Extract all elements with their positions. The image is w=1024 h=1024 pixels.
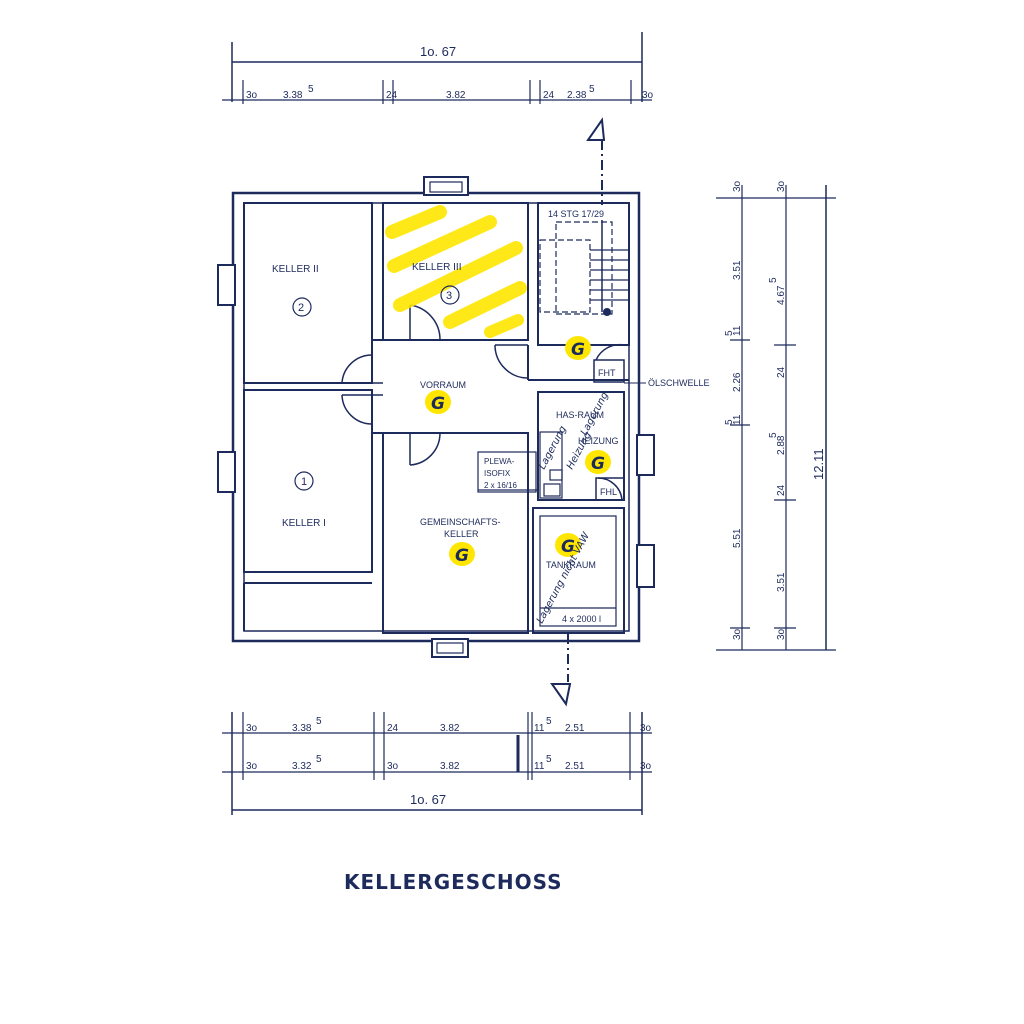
dim-right-a6: 5.51 (732, 528, 743, 548)
room-heizung: HEIZUNG (578, 436, 619, 446)
dim-bottom2-1: 3o (246, 761, 258, 772)
dim-right-a7: 3o (732, 628, 743, 640)
dim-top-6-sup: 5 (589, 84, 595, 95)
dim-right-b1: 3o (776, 180, 787, 192)
room-vorraum: VORRAUM (420, 380, 466, 390)
overall-width-bottom: 1o. 67 (410, 792, 446, 807)
room-gemeinschafts-line1: GEMEINSCHAFTS- (420, 517, 501, 527)
dim-bottom2-7: 3o (640, 761, 652, 772)
room-has-raum: HAS-RAUM (556, 410, 604, 420)
dim-right-a5-sup: 5 (724, 419, 735, 425)
dim-top-6: 2.38 (567, 90, 587, 101)
dim-bottom2-2: 3.32 (292, 761, 312, 772)
dim-top-2: 3.38 (283, 90, 303, 101)
overall-height-right: 12.11 (811, 448, 826, 480)
dim-top-2-sup: 5 (308, 84, 314, 95)
dim-right-a1: 3o (732, 180, 743, 192)
dim-right-b5: 24 (776, 484, 787, 496)
dim-top-5: 24 (543, 90, 555, 101)
bottom-dimension-chains: 3o 3.38 5 24 3.82 11 5 2.51 3o 3o 3.32 5… (222, 712, 652, 815)
dim-right-b2-sup: 5 (768, 277, 779, 283)
stair-label: 14 STG 17/29 (548, 209, 604, 219)
dim-right-b3: 24 (776, 366, 787, 378)
dim-right-b4-sup: 5 (768, 432, 779, 438)
staircase (539, 220, 628, 316)
room-number-circle-2 (292, 297, 312, 317)
g-mark-highlights (425, 336, 611, 566)
dim-top-4: 3.82 (446, 90, 466, 101)
dim-bottom2-5: 11 (534, 761, 545, 772)
windows (217, 176, 655, 658)
dim-bottom1-1: 3o (246, 723, 258, 734)
room-keller-i: KELLER I (282, 518, 326, 529)
room-labels: KELLER II 2 KELLER III 3 1 KELLER I VORR… (272, 209, 710, 624)
dim-right-b7: 3o (776, 628, 787, 640)
room-gemeinschafts-line2: KELLER (444, 529, 479, 539)
right-dimension-chain: 3o 3.51 11 5 2.26 11 5 5.51 3o 3o 4.67 5… (716, 180, 836, 651)
dim-bottom1-7: 3o (640, 723, 652, 734)
dim-bottom1-2-sup: 5 (316, 716, 322, 727)
highlight-hatching (385, 205, 527, 338)
dim-top-7: 3o (642, 90, 654, 101)
dim-bottom1-4: 3.82 (440, 723, 460, 734)
plewa-line2: ISOFIX (484, 469, 511, 478)
room-number-2: 2 (298, 302, 304, 314)
dim-bottom2-3: 3o (387, 761, 399, 772)
dim-bottom2-2-sup: 5 (316, 754, 322, 765)
dim-right-b4: 2.88 (776, 435, 787, 455)
dim-bottom1-6: 2.51 (565, 723, 585, 734)
room-keller-ii: KELLER II (272, 264, 319, 275)
oelschwelle-label: ÖLSCHWELLE (648, 378, 710, 388)
dim-top-3: 24 (386, 90, 398, 101)
dim-bottom2-5-sup: 5 (546, 754, 552, 765)
g-mark-tankraum: G (561, 537, 575, 557)
g-mark-vorraum: G (431, 394, 445, 414)
dim-right-a3-sup: 5 (724, 330, 735, 336)
section-marker-bottom (550, 634, 572, 707)
dim-bottom1-2: 3.38 (292, 723, 312, 734)
room-number-circle-3 (440, 285, 460, 305)
heating-equipment (477, 431, 563, 499)
room-number-circle-1 (294, 471, 314, 491)
g-mark-heizung: G (591, 454, 605, 474)
dim-bottom1-5-sup: 5 (546, 716, 552, 727)
dim-bottom1-3: 24 (387, 723, 399, 734)
top-dimension-chain: 1o. 67 3o 3.38 5 24 3.82 24 2.38 5 3o (222, 32, 654, 104)
drawing-title: KELLERGESCHOSS (344, 870, 563, 894)
room-keller-iii: KELLER III (412, 262, 461, 273)
fht-label: FHT (598, 368, 616, 378)
g-mark-gemeinschaft: G (455, 546, 469, 566)
dim-bottom2-6: 2.51 (565, 761, 585, 772)
dim-right-a4: 2.26 (732, 372, 743, 392)
dim-right-a5: 11 (732, 414, 743, 425)
overall-width-top: 1o. 67 (420, 44, 456, 59)
plewa-line3: 2 x 16/16 (484, 481, 517, 490)
room-number-3: 3 (446, 290, 452, 302)
room-tankraum: TANKRAUM (546, 560, 596, 570)
dim-right-b2: 4.67 (776, 285, 787, 305)
dim-right-a3: 11 (732, 325, 743, 336)
dim-bottom1-5: 11 (534, 723, 545, 734)
dim-top-1: 3o (246, 90, 258, 101)
g-mark-stair: G (571, 340, 585, 360)
fhl-label: FHL (600, 487, 617, 497)
dim-right-b6: 3.51 (776, 572, 787, 592)
room-number-1: 1 (301, 476, 307, 488)
g-marks: G G G G G (431, 340, 605, 566)
dim-bottom2-4: 3.82 (440, 761, 460, 772)
tank-capacity: 4 x 2000 l (562, 614, 601, 624)
door-swings (341, 304, 625, 501)
dim-right-a2: 3.51 (732, 260, 743, 280)
plewa-line1: PLEWA- (484, 457, 515, 466)
